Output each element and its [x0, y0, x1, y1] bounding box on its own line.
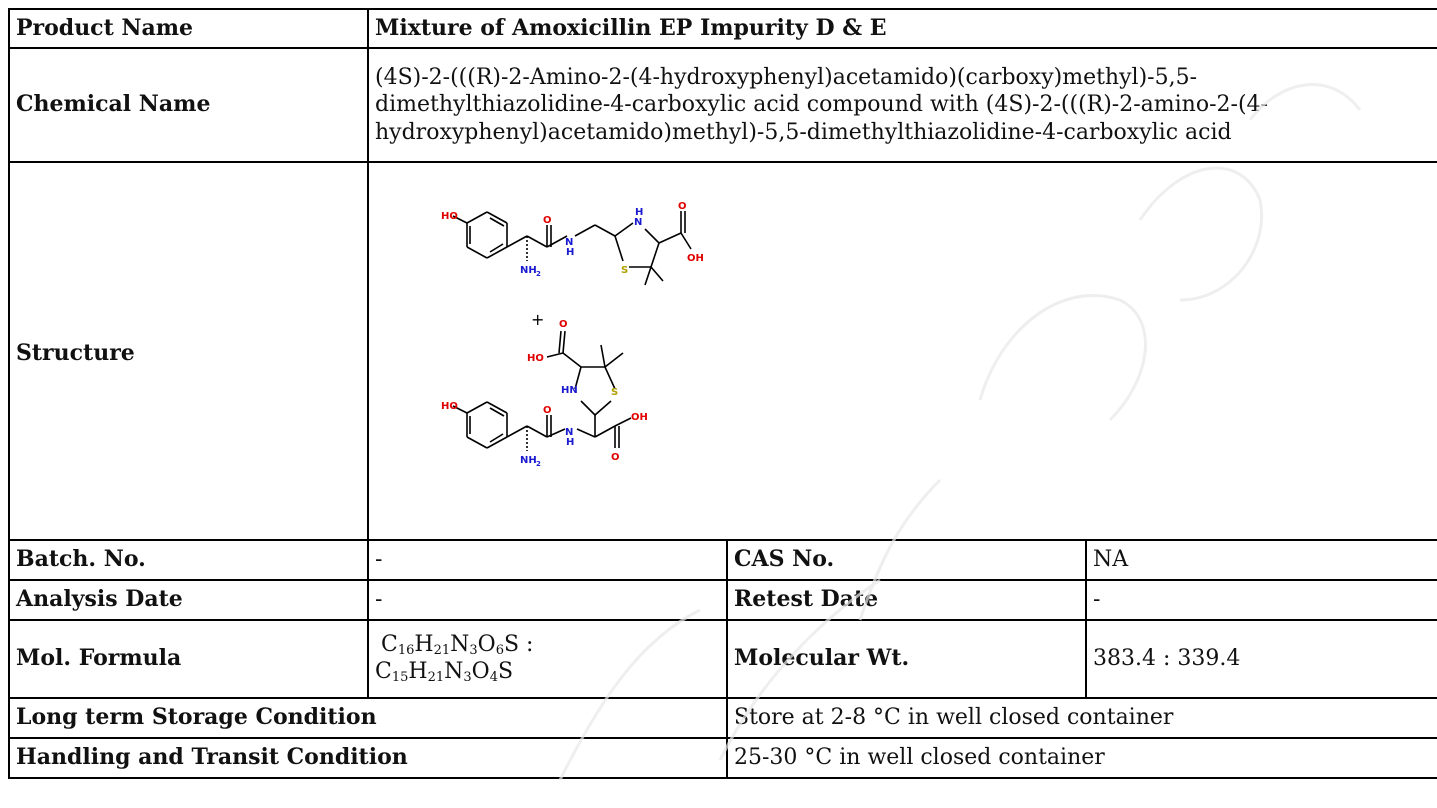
svg-text:2: 2	[536, 460, 541, 468]
svg-text:OH: OH	[631, 412, 648, 423]
svg-text:S: S	[611, 387, 618, 398]
svg-text:O: O	[678, 201, 687, 212]
structure-drawing: HO O N H NH 2 N H S O OH +	[370, 164, 1436, 538]
row-product-name: Product Name Mixture of Amoxicillin EP I…	[8, 8, 1437, 49]
svg-text:HN: HN	[561, 385, 578, 396]
analysis-date-label: Analysis Date	[8, 579, 369, 621]
retest-date-label: Retest Date	[726, 579, 1087, 621]
mol-wt-value: 383.4 : 339.4	[1084, 619, 1437, 699]
retest-date-value: -	[1084, 579, 1437, 621]
storage-value: Store at 2-8 °C in well closed container	[725, 697, 1437, 739]
svg-text:N: N	[634, 217, 642, 228]
molecule-bottom	[452, 330, 632, 451]
row-batch-cas: Batch. No. - CAS No. NA	[8, 539, 1437, 581]
svg-text:H: H	[566, 247, 574, 258]
molecule-bottom-labels: HO O N H NH 2 O OH HN S O HO	[441, 319, 648, 468]
molecule-top-labels: HO O N H NH 2 N H S O OH	[441, 201, 704, 278]
product-name-value: Mixture of Amoxicillin EP Impurity D & E	[366, 8, 1437, 49]
row-structure: Structure	[8, 161, 1437, 541]
batch-value: -	[367, 539, 728, 581]
svg-text:O: O	[559, 319, 568, 330]
cas-value: NA	[1084, 539, 1437, 581]
svg-text:OH: OH	[687, 253, 704, 264]
svg-text:O: O	[543, 405, 552, 416]
structure-cell: HO O N H NH 2 N H S O OH +	[366, 161, 1437, 541]
svg-text:H: H	[566, 437, 574, 448]
formula-line-1: C16H21N3O6S :	[381, 632, 534, 659]
svg-text:NH: NH	[520, 265, 537, 276]
svg-text:S: S	[621, 265, 628, 276]
cas-label: CAS No.	[726, 539, 1087, 581]
svg-text:NH: NH	[520, 455, 537, 466]
batch-label: Batch. No.	[8, 539, 369, 581]
handling-label: Handling and Transit Condition	[8, 737, 728, 779]
storage-label: Long term Storage Condition	[8, 697, 728, 739]
product-name-label: Product Name	[8, 8, 369, 49]
structure-label-text: Structure	[16, 340, 135, 367]
svg-text:HO: HO	[441, 211, 458, 222]
molecule-top	[452, 211, 692, 286]
specification-table: Product Name Mixture of Amoxicillin EP I…	[8, 8, 1437, 779]
svg-text:HO: HO	[527, 353, 544, 364]
structure-label: Structure	[8, 161, 369, 541]
svg-text:H: H	[635, 207, 643, 218]
svg-text:O: O	[611, 452, 620, 463]
mol-formula-value: C16H21N3O6S : C15H21N3O4S	[367, 619, 728, 699]
chemical-name-label: Chemical Name	[8, 47, 369, 163]
mol-wt-label: Molecular Wt.	[726, 619, 1087, 699]
handling-value: 25-30 °C in well closed container	[725, 737, 1437, 779]
svg-text:N: N	[565, 237, 573, 248]
svg-text:N: N	[565, 427, 573, 438]
svg-text:HO: HO	[441, 401, 458, 412]
row-storage: Long term Storage Condition Store at 2-8…	[8, 697, 1437, 739]
row-formula-weight: Mol. Formula C16H21N3O6S : C15H21N3O4S M…	[8, 619, 1437, 699]
mol-formula: C16H21N3O6S : C15H21N3O4S	[375, 632, 720, 686]
svg-text:O: O	[543, 215, 552, 226]
row-handling: Handling and Transit Condition 25-30 °C …	[8, 737, 1437, 779]
mol-formula-label: Mol. Formula	[8, 619, 369, 699]
plus-sign: +	[531, 310, 544, 329]
formula-line-2: C15H21N3O4S	[375, 659, 514, 685]
svg-text:2: 2	[536, 270, 541, 278]
chemical-structure-diagram: HO O N H NH 2 N H S O OH +	[441, 201, 704, 468]
row-dates: Analysis Date - Retest Date -	[8, 579, 1437, 621]
analysis-date-value: -	[367, 579, 728, 621]
row-chemical-name: Chemical Name (4S)-2-(((R)-2-Amino-2-(4-…	[8, 47, 1437, 163]
chemical-name-value: (4S)-2-(((R)-2-Amino-2-(4-hydroxyphenyl)…	[366, 47, 1437, 163]
